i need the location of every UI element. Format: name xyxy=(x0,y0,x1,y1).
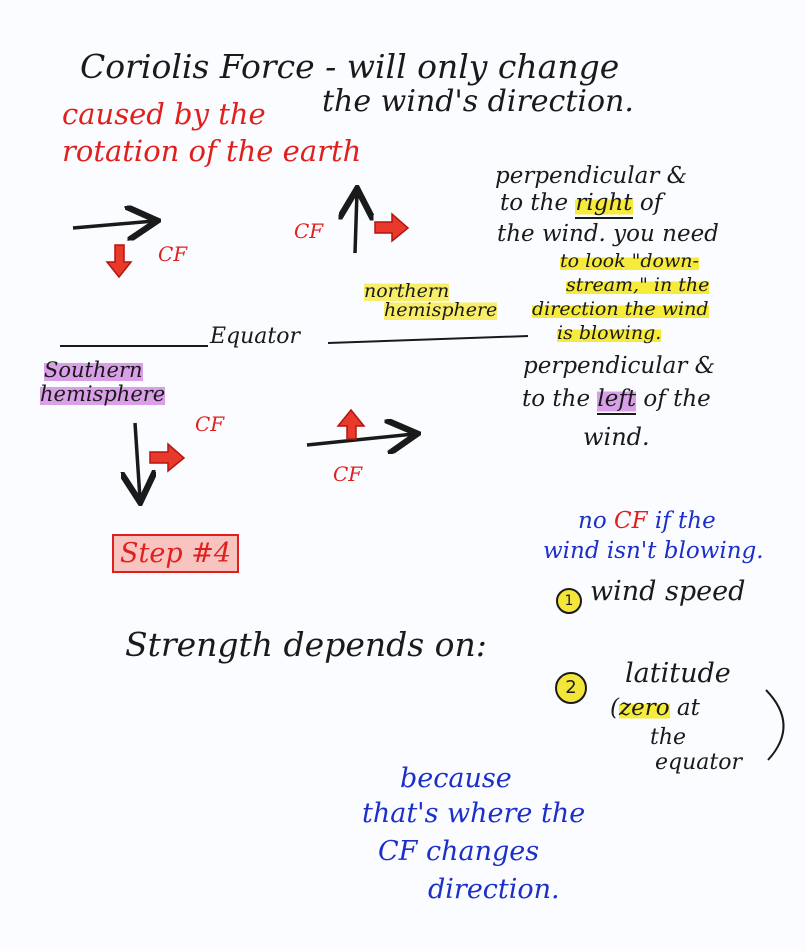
step-label: Step #4 xyxy=(112,534,239,573)
sh-rule-line-2: to the left of the xyxy=(522,386,711,415)
nh-rule-line-4: to look "down- xyxy=(560,250,699,272)
cf-arrow-down-nh xyxy=(105,244,133,279)
wind-arrow-east-sh xyxy=(306,434,414,445)
cf-arrow-up-sh xyxy=(336,408,366,440)
cf-label-nh-north: CF xyxy=(294,219,324,243)
factor-1-number: 1 xyxy=(556,588,582,614)
cf-arrow-right-nh xyxy=(374,212,410,243)
equator-label: Equator xyxy=(210,324,301,349)
factor-2-line-4: equator xyxy=(655,750,742,775)
because-line-1: because xyxy=(400,763,512,794)
title-line-2: the wind's direction. xyxy=(322,84,634,119)
factor-2-label: latitude xyxy=(625,658,731,689)
factor-1-label: wind speed xyxy=(590,576,746,607)
nh-rule-line-2: to the right of xyxy=(500,190,662,219)
because-line-3: CF changes xyxy=(378,836,540,867)
title-line-1: Coriolis Force - will only change xyxy=(80,47,620,86)
factor-2-line-3: the xyxy=(650,725,687,750)
sh-rule-line-3: wind. xyxy=(583,423,650,451)
cf-label-sh-south: CF xyxy=(195,412,225,436)
nh-rule-line-7: is blowing. xyxy=(557,322,662,344)
nh-rule-line-6: direction the wind xyxy=(532,298,709,320)
nh-rule-line-3: the wind. you need xyxy=(497,221,719,247)
wind-arrow-south-sh xyxy=(135,422,140,499)
wind-arrow-east-nh xyxy=(72,221,154,228)
factor-2-number: 2 xyxy=(555,672,587,704)
southern-hemisphere-line-2: hemisphere xyxy=(40,382,166,406)
strength-heading: Strength depends on: xyxy=(125,625,487,664)
because-line-2: that's where the xyxy=(362,798,586,829)
nh-rule-line-1: perpendicular & xyxy=(495,163,688,189)
nh-rule-line-5: stream," in the xyxy=(566,274,710,296)
cause-line-1: caused by the xyxy=(62,97,266,131)
closing-paren xyxy=(765,689,785,761)
northern-hemisphere-line-2: hemisphere xyxy=(384,299,498,321)
because-line-4: direction. xyxy=(428,874,560,905)
cause-line-2: rotation of the earth xyxy=(62,134,362,168)
no-cf-line-1: no CF if the xyxy=(578,508,716,534)
no-cf-line-2: wind isn't blowing. xyxy=(543,538,764,564)
wind-arrow-north-nh xyxy=(355,192,357,254)
factor-2-zero-line: (zero at xyxy=(610,695,700,721)
equator-line-right xyxy=(327,335,529,344)
southern-hemisphere-line-1: Southern xyxy=(44,358,143,382)
sh-rule-line-1: perpendicular & xyxy=(523,353,716,379)
cf-arrow-right-sh xyxy=(149,442,186,473)
northern-hemisphere-line-1: northern xyxy=(364,280,450,302)
cf-label-sh-east: CF xyxy=(333,462,363,486)
cf-label-nh-east: CF xyxy=(158,242,188,266)
